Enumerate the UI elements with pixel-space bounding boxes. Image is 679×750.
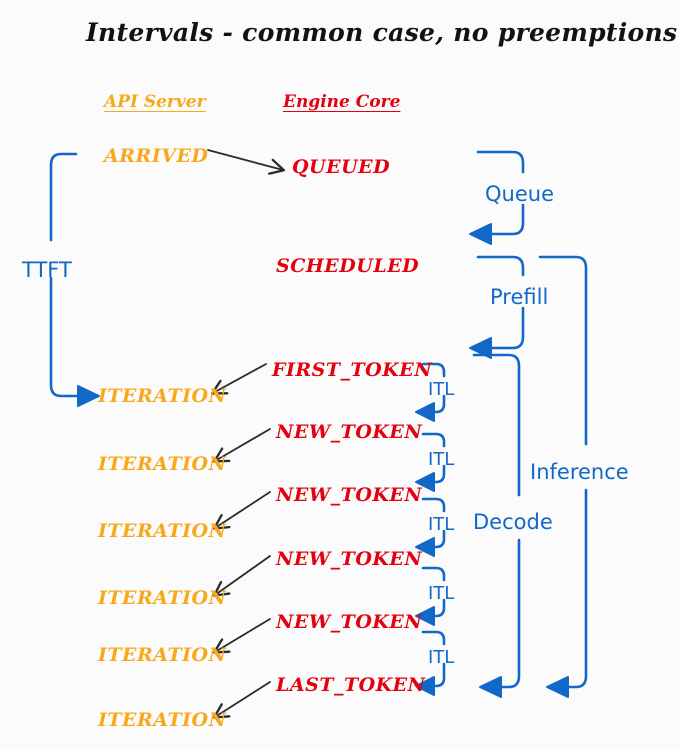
ttft-bracket-path-lower (49, 276, 81, 398)
itl-arrowhead-icon-4 (415, 606, 435, 626)
itl-bracket-2-bottom (431, 464, 446, 484)
itl-bracket-5-bottom (431, 662, 446, 688)
itl-bracket-1-bottom (431, 394, 446, 414)
state-last-token: LAST_TOKEN (276, 674, 426, 696)
arrow-new-token-to-iteration-1 (215, 428, 271, 461)
interval-label-itl-2: ITL (428, 449, 455, 470)
ttft-arrowhead-icon (77, 385, 100, 407)
queue-arrowhead-icon (469, 223, 492, 245)
queue-bracket-path-bottom (488, 203, 525, 236)
itl-bracket-5 (415, 630, 446, 696)
arrow-first-token-to-iteration (213, 363, 267, 393)
itl-bracket-4-top (421, 566, 446, 582)
interval-label-itl-3: ITL (428, 514, 455, 535)
itl-arrowhead-icon-2 (415, 472, 435, 492)
prefill-bracket (469, 255, 525, 359)
state-iteration-1: ITERATION (98, 385, 227, 407)
interval-label-queue: Queue (485, 182, 554, 206)
inference-bracket (538, 255, 588, 698)
prefill-bracket-path-top (476, 255, 525, 277)
itl-bracket-1-top (421, 362, 446, 378)
itl-bracket-3-bottom (431, 529, 446, 549)
itl-bracket-4 (415, 566, 446, 626)
inference-bracket-path-bottom (565, 488, 588, 689)
itl-bracket-2-top (421, 432, 446, 448)
state-scheduled: SCHEDULED (276, 255, 420, 277)
state-new-token-4: NEW_TOKEN (276, 611, 423, 633)
queue-bracket (469, 150, 525, 245)
inference-arrowhead-icon (546, 676, 569, 698)
arrow-new-token-to-iteration-4 (215, 618, 271, 652)
state-transition-arrows (207, 149, 283, 717)
decode-bracket (472, 353, 521, 698)
itl-bracket-2 (415, 432, 446, 492)
interval-brackets (49, 150, 588, 698)
interval-label-itl-1: ITL (428, 379, 455, 400)
page-title: Intervals - common case, no preemptions (86, 18, 678, 47)
decode-bracket-path-bottom (498, 538, 521, 689)
state-new-token-2: NEW_TOKEN (276, 484, 423, 506)
itl-bracket-3-top (421, 497, 446, 513)
arrow-new-token-to-iteration-2 (215, 491, 271, 528)
interval-label-inference: Inference (530, 460, 629, 484)
state-iteration-3: ITERATION (98, 520, 227, 542)
itl-bracket-5-top (421, 630, 446, 646)
state-iteration-6: ITERATION (98, 709, 227, 731)
arrow-arrived-to-queued (207, 149, 283, 170)
state-iteration-2: ITERATION (98, 453, 227, 475)
interval-label-ttft: TTFT (22, 258, 72, 282)
inference-bracket-path-top (538, 255, 588, 446)
itl-bracket-3 (415, 497, 446, 557)
state-new-token-1: NEW_TOKEN (276, 421, 423, 443)
interval-label-itl-5: ITL (428, 647, 455, 668)
interval-label-prefill: Prefill (490, 285, 549, 309)
state-iteration-4: ITERATION (98, 587, 227, 609)
prefill-bracket-path-bottom (488, 306, 525, 350)
state-new-token-3: NEW_TOKEN (276, 548, 423, 570)
queue-bracket-path-top (476, 150, 525, 174)
interval-label-decode: Decode (473, 510, 553, 534)
itl-arrowhead-icon-3 (415, 537, 435, 557)
column-header-engine-core: Engine Core (283, 92, 401, 112)
arrow-new-token-to-iteration-3 (215, 555, 271, 595)
ttft-bracket-path (49, 152, 78, 242)
decode-arrowhead-icon (479, 676, 502, 698)
ttft-bracket (49, 152, 100, 407)
state-queued: QUEUED (292, 156, 391, 178)
itl-bracket-1 (415, 362, 446, 422)
state-arrived: ARRIVED (104, 145, 209, 167)
arrow-last-token-to-iteration (215, 681, 271, 717)
decode-bracket-path-top (472, 353, 521, 497)
column-header-api-server: API Server (104, 92, 206, 112)
state-iteration-5: ITERATION (98, 644, 227, 666)
interval-label-itl-4: ITL (428, 583, 455, 604)
itl-bracket-4-bottom (431, 598, 446, 618)
itl-arrowhead-icon-5 (415, 676, 435, 696)
itl-arrowhead-icon-1 (415, 402, 435, 422)
state-first-token: FIRST_TOKEN (272, 359, 433, 381)
prefill-arrowhead-icon (469, 337, 492, 359)
